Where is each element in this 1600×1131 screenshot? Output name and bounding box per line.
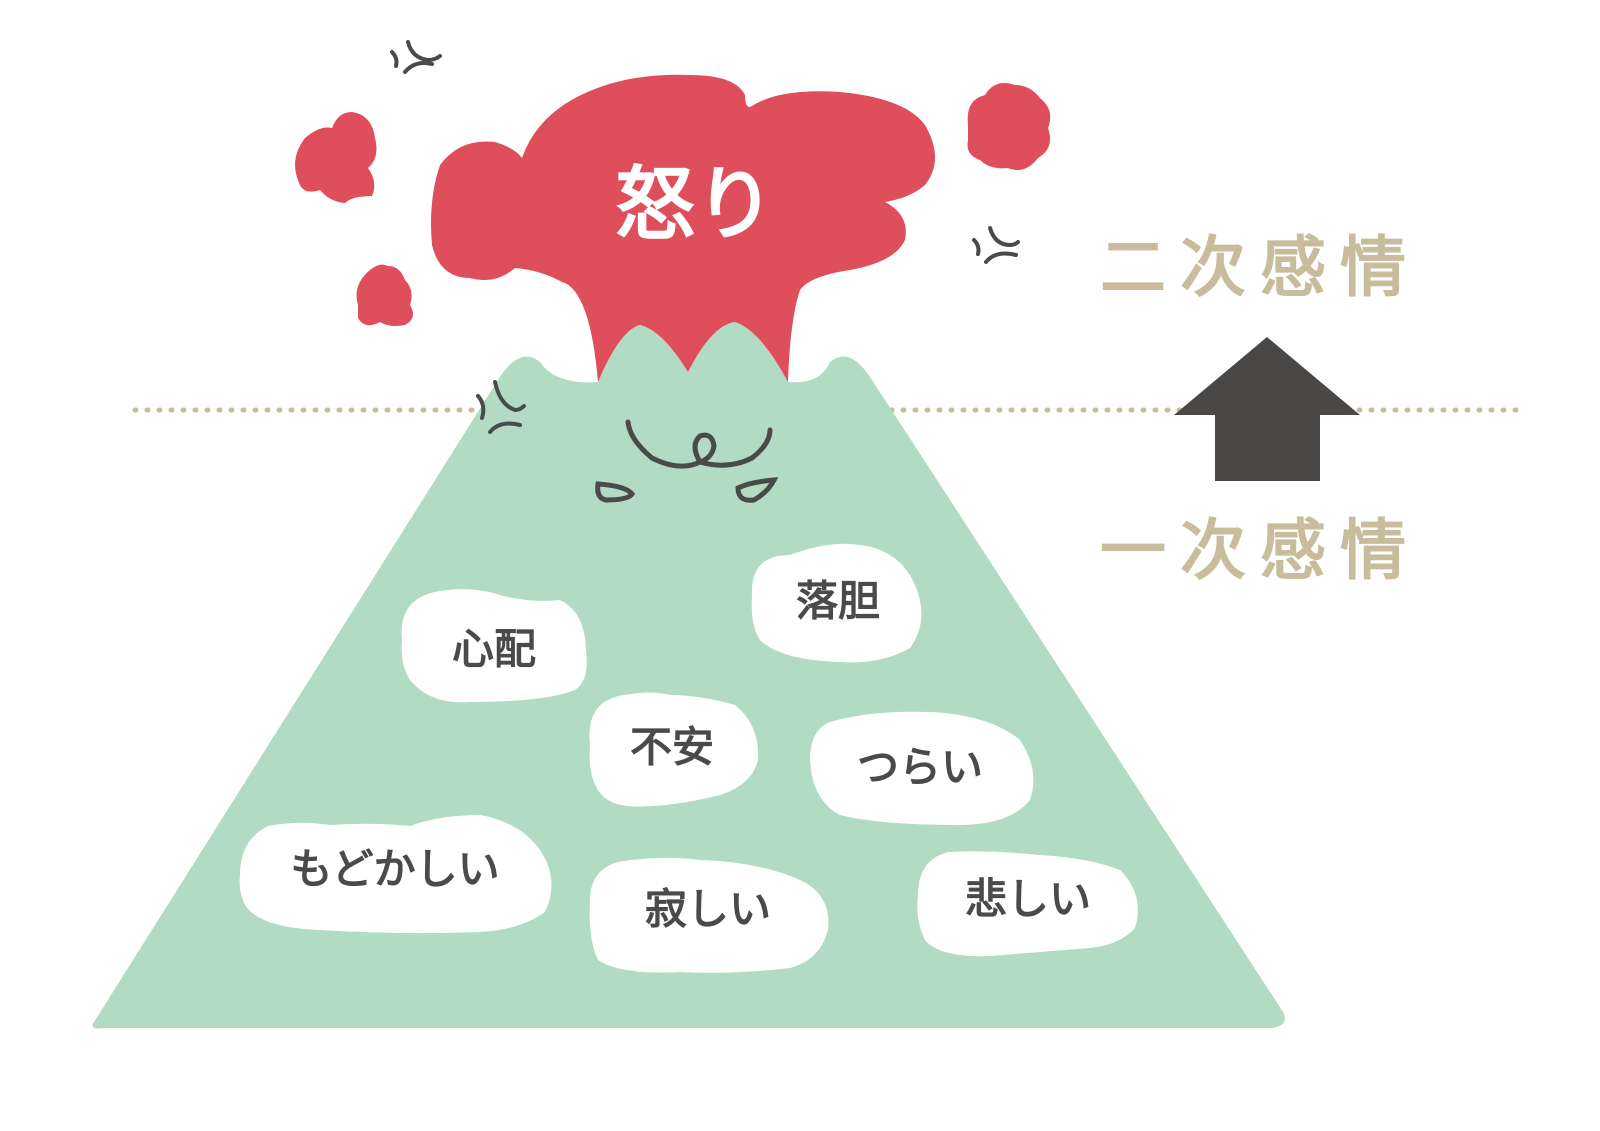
emotion-label-anxiety: 不安	[630, 723, 714, 772]
emotion-label-discouragement: 落胆	[796, 577, 880, 626]
emotion-bubble-worry: 心配	[401, 589, 587, 703]
emotion-bubble-frustration: もどかしい	[239, 815, 552, 934]
emotion-bubble-hardship: つらい	[810, 711, 1034, 825]
emotion-bubble-discouragement: 落胆	[751, 543, 922, 663]
emotion-bubble-shape	[401, 589, 587, 703]
emotion-label-sadness: 悲しい	[965, 875, 1091, 924]
anger-puff	[967, 82, 1051, 171]
volcano-right-eye	[735, 477, 779, 503]
emotion-label-loneliness: 寂しい	[645, 885, 771, 934]
emotion-bubble-loneliness: 寂しい	[589, 857, 829, 973]
anger-vein-icon	[390, 40, 442, 74]
anger-vein-icon	[972, 226, 1020, 264]
emotion-label-frustration: もどかしい	[290, 845, 499, 894]
anger-eruption-cloud	[431, 74, 935, 383]
emotion-bubble-shape	[751, 543, 922, 663]
secondary-emotion-label: 二次感情	[1100, 229, 1420, 306]
emotion-bubble-shape	[917, 851, 1138, 957]
angry-face-icon	[595, 419, 779, 503]
anger-puff	[295, 112, 377, 203]
anger-puff	[356, 264, 414, 326]
emotion-bubble-shape	[810, 711, 1034, 825]
anger-label: 怒り	[615, 158, 775, 251]
primary-emotion-label: 一次感情	[1100, 512, 1420, 589]
emotion-bubble-shape	[589, 692, 759, 807]
emotion-label-hardship: つらい	[857, 743, 983, 792]
volcano-mouth-loop	[692, 432, 717, 465]
anger-vein-icon	[476, 380, 526, 434]
emotion-label-worry: 心配	[452, 625, 536, 674]
volcano-left-eye	[595, 481, 636, 503]
emotion-bubble-shape	[589, 857, 829, 973]
emotion-bubble-sadness: 悲しい	[917, 851, 1138, 957]
emotion-bubble-anxiety: 不安	[589, 692, 759, 807]
up-arrow-icon	[1174, 337, 1360, 481]
emotion-bubble-shape	[239, 815, 552, 934]
